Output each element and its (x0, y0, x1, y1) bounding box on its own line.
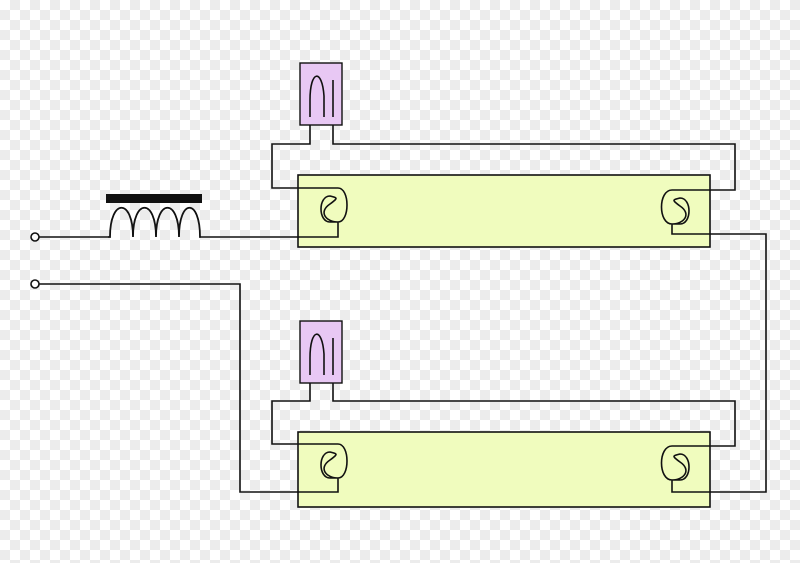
wire-terminal-to-tube2 (39, 283, 298, 493)
wire-starter1-right (332, 125, 736, 191)
choke-core (106, 194, 202, 203)
starter-1-bimetal (309, 75, 325, 117)
wire-tube1-to-tube2 (710, 233, 767, 493)
fluorescent-tube-1 (297, 174, 711, 248)
tube-2-left-filament (298, 443, 348, 493)
starter-2-body (299, 320, 343, 384)
wire-starter2-right (332, 383, 736, 447)
starter-1-body (299, 62, 343, 126)
tube-1-body (297, 174, 711, 248)
tube-1-right-filament (660, 189, 710, 235)
wire-starter1-left (271, 125, 311, 189)
tube-1-left-filament (298, 187, 348, 238)
starter-2-bimetal (309, 333, 325, 375)
choke-coil (108, 206, 201, 238)
supply-terminal-top (30, 232, 40, 242)
wire-starter2-left (271, 383, 311, 445)
tube-2-right-filament (660, 445, 710, 493)
fluorescent-tube-2 (297, 431, 711, 508)
tube-2-body (297, 431, 711, 508)
supply-terminal-bottom (30, 279, 40, 289)
starter-2 (299, 320, 343, 384)
starter-1 (299, 62, 343, 126)
